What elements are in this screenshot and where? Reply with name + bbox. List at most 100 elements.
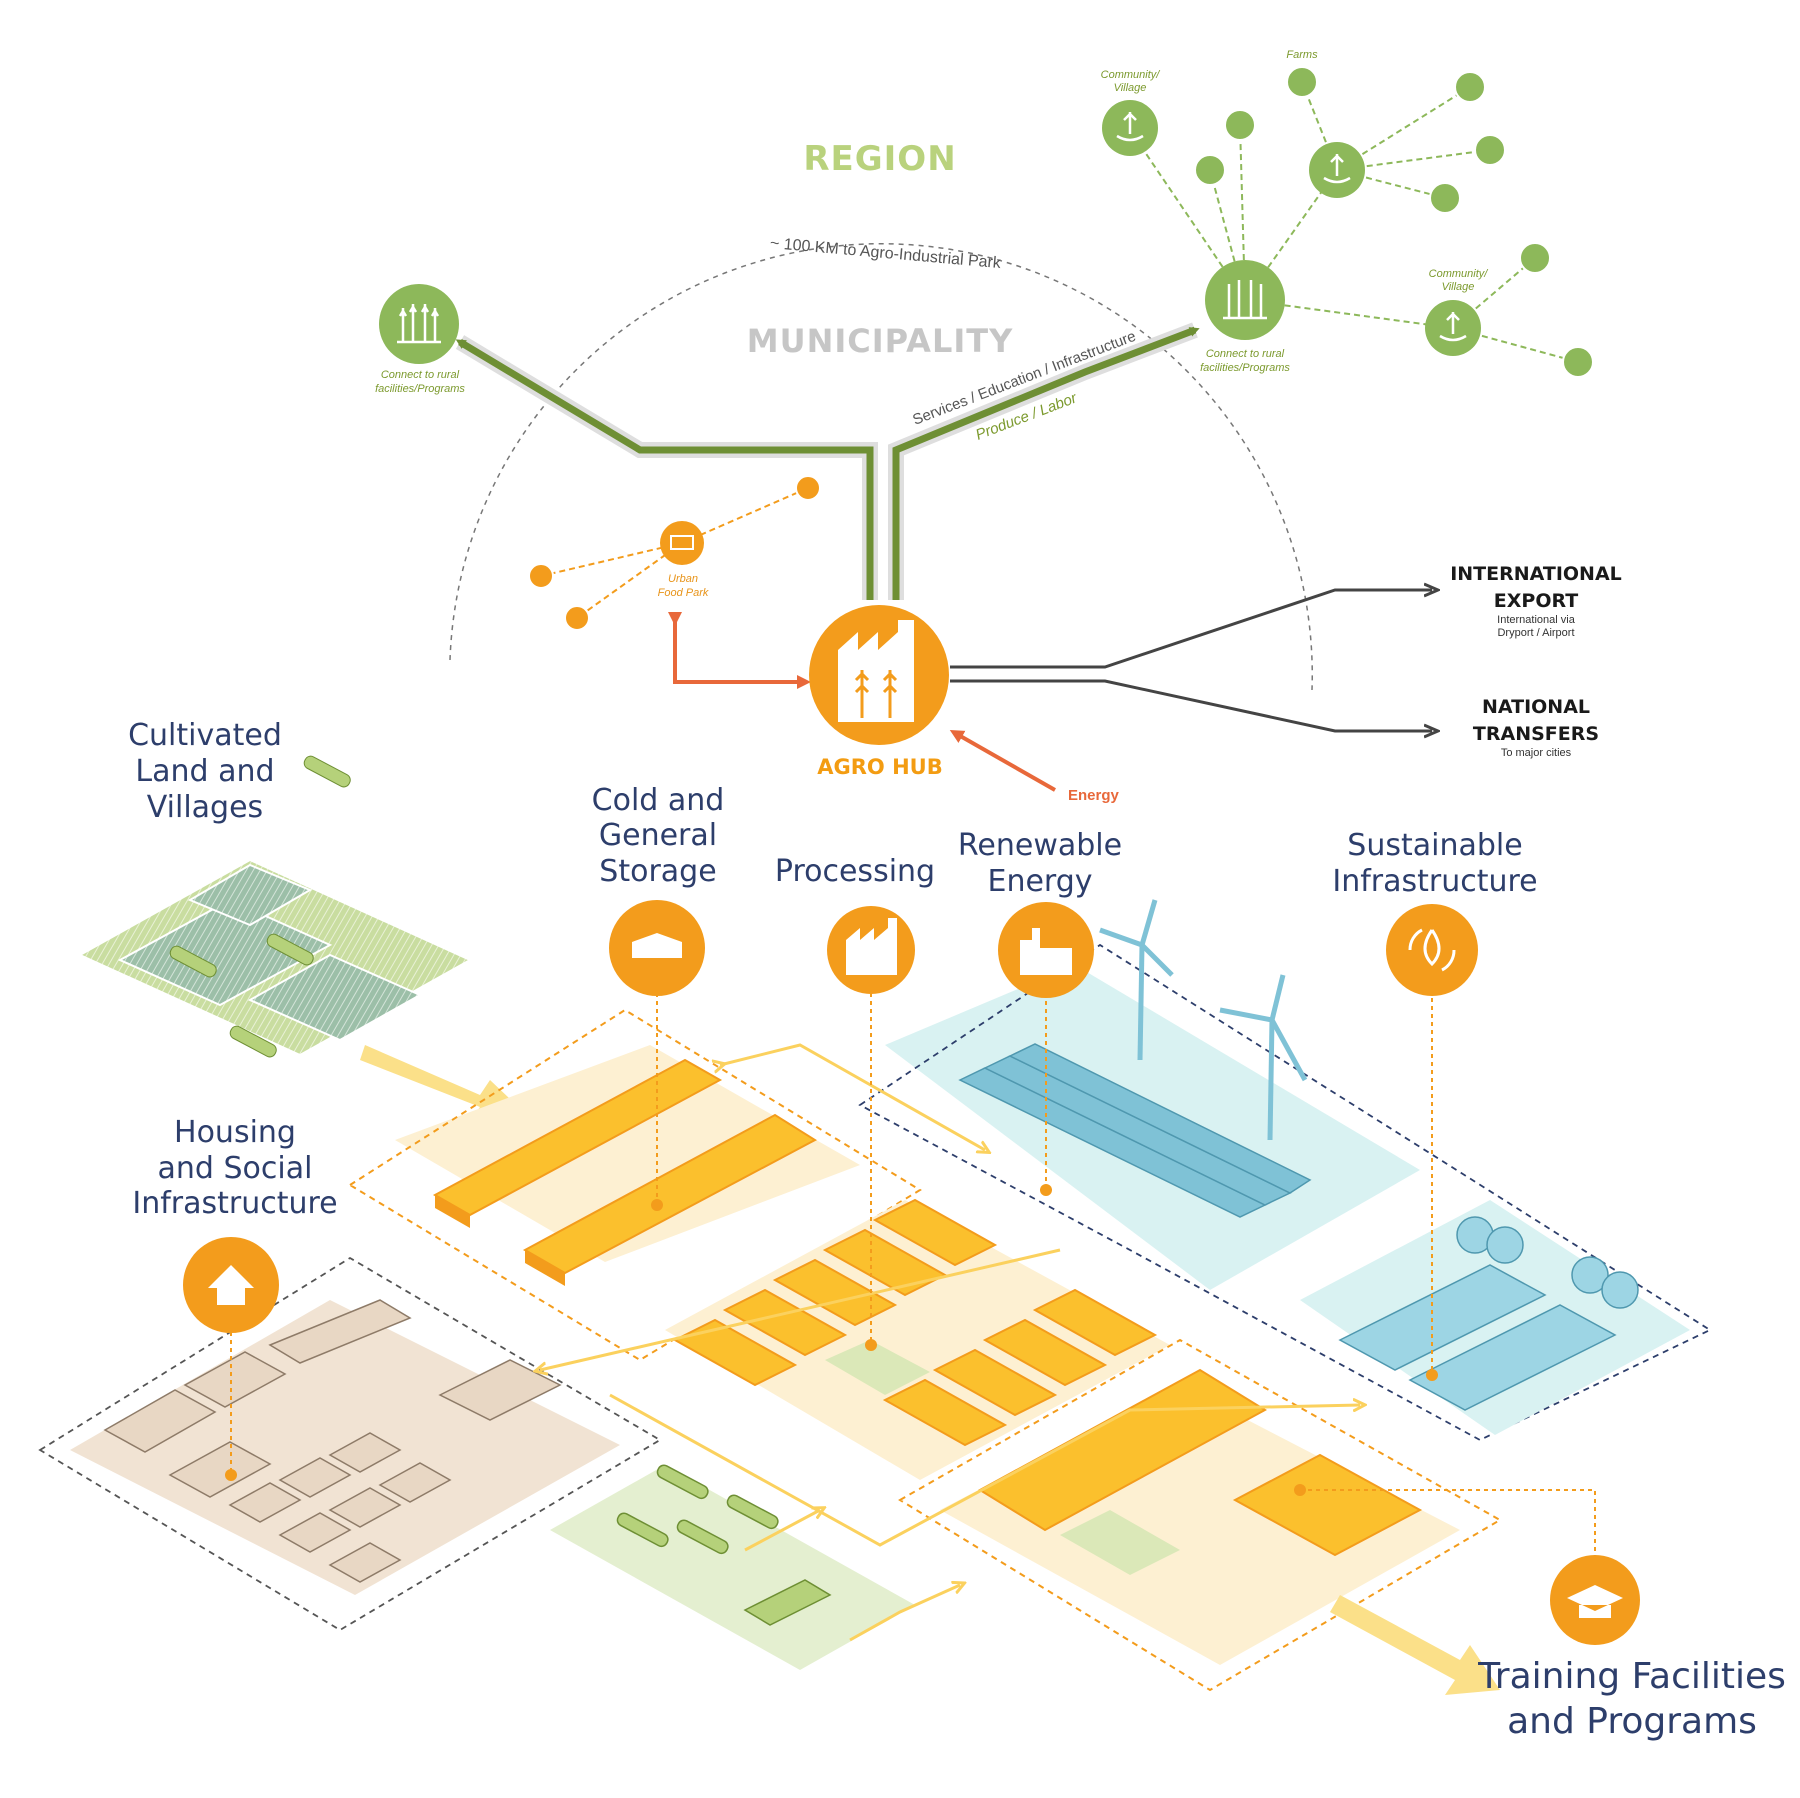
sustainable-category-node (1386, 904, 1478, 996)
international-title-line1: INTERNATIONAL (1450, 563, 1622, 585)
rural-right-label-line2: facilities/Programs (1200, 362, 1290, 374)
rural-left-label-line1: Connect to rural (381, 369, 460, 381)
factory-icon (846, 918, 897, 975)
graduation-cap-icon (1567, 1585, 1623, 1618)
rural-network-lines (1129, 81, 1579, 363)
farm-icon (1429, 182, 1461, 214)
urban-farm-icon (528, 563, 554, 589)
training-dashed-zone (898, 1338, 1503, 1692)
farm-icon (1194, 154, 1226, 186)
national-title-line1: NATIONAL (1482, 696, 1590, 718)
wheat-field-icon (1223, 280, 1267, 320)
water-cycle-icon (1408, 928, 1456, 972)
export-lines (950, 590, 1432, 731)
storage-label-line3: Storage (599, 854, 716, 889)
national-sub-line1: To major cities (1501, 747, 1572, 759)
community-right-label-line2: Village (1442, 281, 1475, 293)
wind-turbine (1099, 899, 1308, 1141)
solar-panel-rows (958, 1043, 1312, 1218)
region-title: REGION (803, 139, 956, 179)
housing-label-line3: Infrastructure (132, 1186, 337, 1221)
hand-plant-icon (1439, 312, 1467, 342)
warehouse-icon (632, 933, 682, 958)
urban-farm-icon (795, 475, 821, 501)
community-right-label-line1: Community/ (1429, 268, 1489, 280)
urban-food-park-line1: Urban (668, 573, 698, 585)
international-sub-line2: Dryport / Airport (1497, 627, 1574, 639)
hand-plant-icon (1323, 154, 1351, 184)
renewable-category-node (998, 902, 1094, 998)
housing-label-line2: and Social (158, 1151, 313, 1186)
community-node-right (1425, 300, 1481, 356)
farm-icon (1286, 66, 1318, 98)
community-top-label-line1: Community/ (1101, 69, 1161, 81)
processing-green-area (825, 1340, 930, 1395)
farm-icon (1474, 134, 1506, 166)
housing-label-line1: Housing (174, 1115, 296, 1150)
energy-arrow (949, 730, 1056, 792)
agro-hub-label: AGRO HUB (817, 755, 942, 779)
pin-dots (225, 1184, 1438, 1496)
market-icon (670, 535, 694, 550)
green-field-strips (616, 1464, 832, 1626)
renewable-label-line2: Energy (987, 864, 1092, 899)
region-boundary-arc (449, 243, 1314, 691)
regional-flows (455, 322, 1200, 600)
cultivated-label-line1: Cultivated (128, 718, 282, 753)
storage-category-node (609, 900, 705, 996)
international-sub-line1: International via (1497, 614, 1576, 626)
farms-label: Farms (1286, 49, 1318, 61)
green-field-zone (550, 1465, 915, 1670)
farm-icon (1454, 71, 1486, 103)
rural-right-label-line1: Connect to rural (1206, 348, 1285, 360)
cultivated-label-line2: Land and (135, 754, 274, 789)
rural-left-label-line2: facilities/Programs (375, 383, 465, 395)
training-label-line2: and Programs (1507, 1701, 1757, 1742)
power-plant-icon (1020, 928, 1072, 975)
infrastructure-dashed-zone (858, 943, 1712, 1442)
hand-plant-icon (1116, 112, 1144, 142)
storage-buildings (432, 1058, 817, 1286)
community-node-mid (1309, 142, 1365, 198)
municipality-title: MUNICIPALITY (747, 322, 1013, 360)
training-category-node (1550, 1555, 1640, 1645)
water-treatment-tanks (1338, 1216, 1639, 1411)
farm-nodes (1194, 66, 1594, 378)
sustainable-label-line1: Sustainable (1347, 828, 1522, 863)
urban-food-park-line2: Food Park (658, 587, 709, 599)
national-title-line2: TRANSFERS (1473, 723, 1599, 745)
farm-icon (1562, 346, 1594, 378)
urban-farm-icon (564, 605, 590, 631)
international-title-line2: EXPORT (1494, 590, 1578, 612)
renewable-label-line1: Renewable (958, 828, 1122, 863)
housing-blocks (103, 1299, 562, 1583)
sustainable-label-line2: Infrastructure (1332, 864, 1537, 899)
training-green-area (1060, 1510, 1180, 1575)
agro-hub-node (809, 605, 949, 745)
circulation-paths (540, 1043, 1360, 1642)
urban-food-park-node (660, 521, 704, 565)
farm-icon (1224, 109, 1256, 141)
processing-buildings (672, 1198, 1158, 1447)
rural-node-left (379, 284, 459, 364)
factory-icon (838, 620, 914, 722)
farm-icon (1519, 242, 1551, 274)
community-node-top (1102, 100, 1158, 156)
training-label-line1: Training Facilities (1477, 1656, 1786, 1697)
housing-category-node (183, 1237, 279, 1333)
community-top-label-line2: Village (1114, 82, 1147, 94)
cultivated-to-storage-arrow (360, 1045, 530, 1120)
energy-label: Energy (1068, 787, 1120, 804)
category-pins (230, 985, 1596, 1560)
cultivated-land-fields (77, 755, 473, 1058)
storage-dashed-zone (348, 1008, 922, 1362)
urban-to-hub-arrow (668, 612, 811, 689)
processing-category-node (827, 906, 915, 994)
storage-label-line1: Cold and (592, 783, 725, 818)
house-icon (208, 1265, 254, 1305)
cultivated-label-line3: Villages (147, 790, 263, 825)
rural-node-right (1205, 260, 1285, 340)
wheat-field-icon (397, 304, 441, 344)
storage-label-line2: General (599, 818, 717, 853)
